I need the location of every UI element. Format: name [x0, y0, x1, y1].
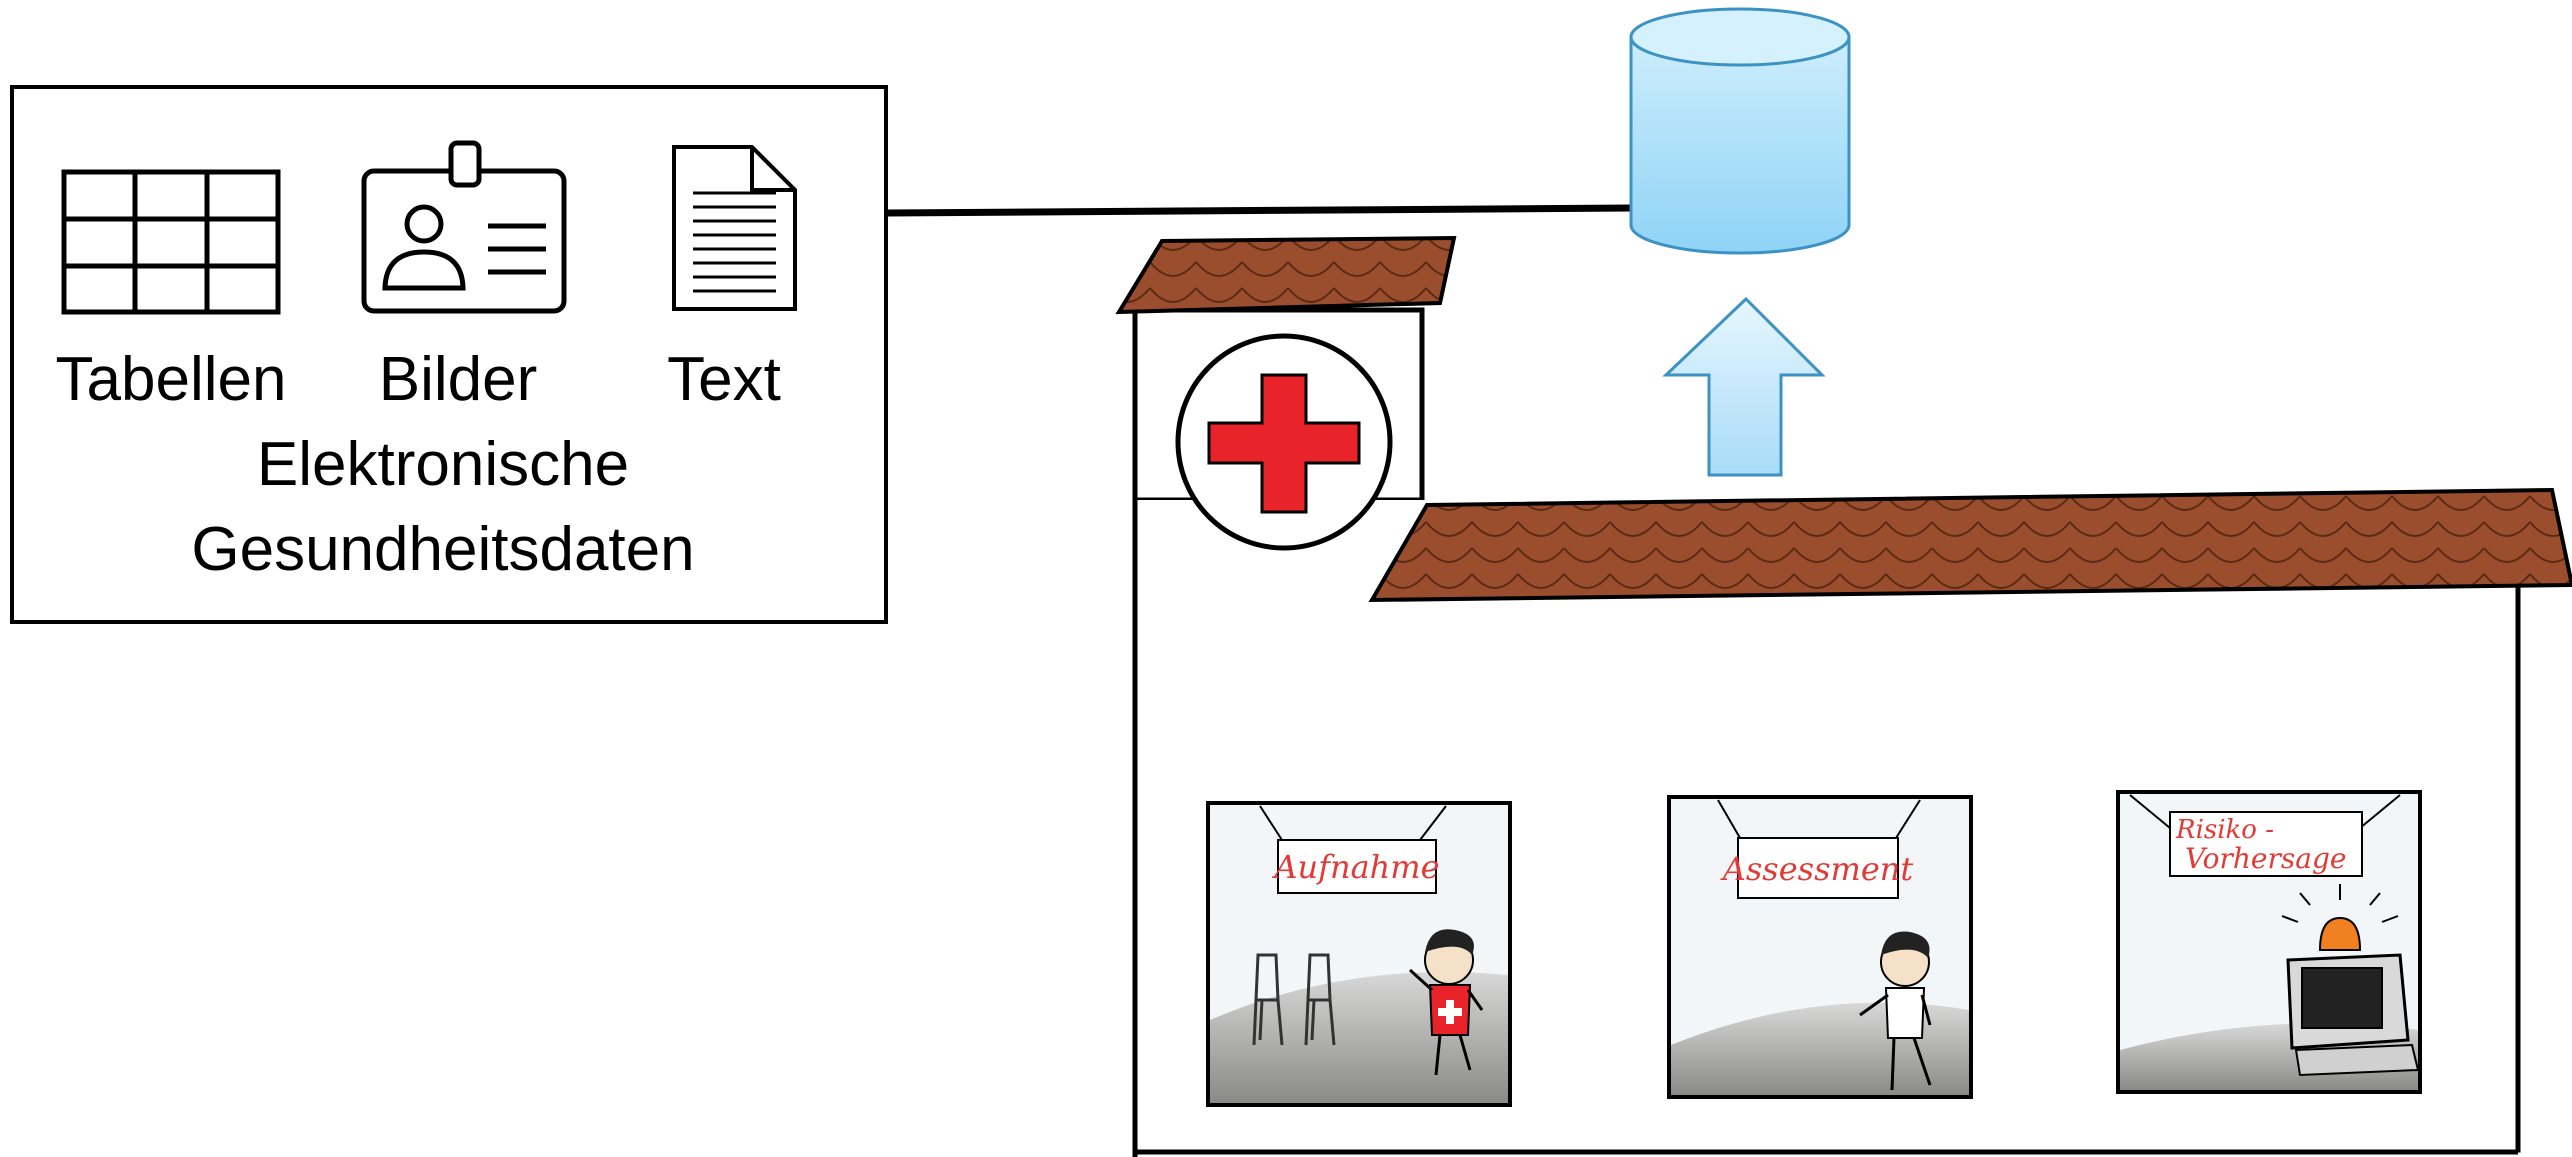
- chair-icon: [1252, 953, 1336, 1046]
- patient-figure: [1859, 931, 1932, 1091]
- tower-roof: [1115, 235, 1457, 315]
- ehr-title-line2: Gesundheitsdaten: [191, 515, 694, 584]
- ehr-title-line1: Elektronische: [257, 430, 629, 499]
- patient-figure: [1408, 929, 1484, 1076]
- room-sign-aufnahme: Aufnahme: [1271, 848, 1439, 886]
- text-label: Text: [667, 345, 781, 414]
- room-sign-vorhersage: Vorhersage: [2185, 842, 2346, 875]
- room-risiko-vorhersage: Risiko - Vorhersage: [2116, 790, 2422, 1094]
- bilder-label: Bilder: [379, 345, 538, 414]
- main-roof: [1368, 487, 2572, 603]
- table-icon: [61, 169, 281, 315]
- tabellen-label: Tabellen: [56, 345, 287, 414]
- room-sign-assessment: Assessment: [1720, 850, 1914, 888]
- room-aufnahme: Aufnahme: [1206, 801, 1512, 1107]
- arrow-up-icon: [1662, 296, 1826, 477]
- room-assessment: Assessment: [1667, 795, 1973, 1099]
- id-card-icon: [361, 140, 567, 314]
- alarm-light-icon: [2281, 884, 2399, 951]
- ehr-box: Tabellen Bilder Text Elektronische Gesun…: [10, 85, 888, 624]
- connector-line: [885, 204, 1633, 217]
- red-cross-icon: [1175, 333, 1393, 551]
- hospital-building: Aufnahme Assessment: [1115, 235, 2572, 1157]
- document-icon: [672, 145, 797, 311]
- database-icon: [1629, 7, 1851, 255]
- computer-icon: [2286, 953, 2420, 1077]
- room-sign-risiko: Risiko -: [2175, 815, 2274, 845]
